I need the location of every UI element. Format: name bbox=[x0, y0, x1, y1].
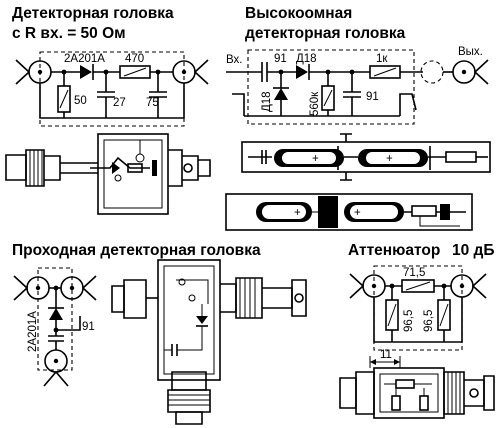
schematic-attenuator: 71,5 96,5 96,5 bbox=[349, 265, 487, 351]
diode-d18-shunt-symbol bbox=[274, 88, 288, 100]
resistor-50-label: 50 bbox=[74, 95, 87, 107]
title-high-ohm-sub: детекторная головка bbox=[245, 25, 406, 42]
output-arrow-icon bbox=[81, 275, 97, 301]
enclosure-outline bbox=[247, 49, 415, 125]
housing-body bbox=[97, 133, 169, 215]
dimension-11-label: 11 bbox=[380, 349, 392, 361]
attenuator-body bbox=[373, 367, 445, 419]
diode-pass-label: 2A201A bbox=[27, 311, 39, 352]
input-arrow-icon bbox=[349, 273, 365, 299]
title-attenuator: Аттенюатор bbox=[348, 242, 440, 259]
diode-d18-symbol bbox=[296, 65, 308, 79]
cap-75-label: 75 bbox=[146, 97, 159, 109]
res-96-5-left-label: 96,5 bbox=[403, 310, 415, 332]
output-arrow-icon bbox=[471, 273, 487, 299]
resistor-470-label: 470 bbox=[125, 53, 144, 65]
bottom-arrow-icon bbox=[43, 370, 69, 387]
ground-arrow-icon bbox=[232, 93, 245, 116]
diode-symbol bbox=[80, 65, 92, 79]
assembly-pass-through bbox=[111, 259, 307, 425]
polarity-mark: + bbox=[312, 153, 319, 165]
schematic-pass-through: 2A201A 91 bbox=[13, 267, 97, 387]
input-label: Вх. bbox=[226, 54, 243, 66]
assembly-high-ohm-board-top: + + bbox=[241, 133, 491, 181]
title-detector-50: Детекторная головка bbox=[12, 5, 174, 22]
polarity-mark: + bbox=[386, 153, 393, 165]
diode-d18-top-label: Д18 bbox=[296, 53, 317, 65]
assembly-attenuator: 11 bbox=[339, 349, 495, 419]
cap-27-label: 27 bbox=[113, 97, 126, 109]
schematic-detector-50: 2A201A 470 50 27 75 bbox=[15, 51, 209, 127]
output-label: Вых. bbox=[458, 46, 483, 58]
title-detector-50-sub: с R вх. = 50 Ом bbox=[12, 25, 126, 42]
input-arrow-icon bbox=[13, 275, 29, 301]
board-top bbox=[241, 141, 491, 173]
board-bottom bbox=[225, 193, 473, 231]
cap-pass-label: 91 bbox=[82, 321, 95, 333]
resistor-1k-label: 1к bbox=[376, 53, 388, 65]
polarity-mark: + bbox=[354, 207, 361, 219]
schematic-high-ohm: Вх. Вых. 91 Д18 1к Д18 bbox=[226, 46, 489, 125]
input-arrow-icon bbox=[15, 59, 31, 85]
diode-symbol bbox=[49, 308, 63, 320]
cap-91-right-label: 91 bbox=[366, 91, 379, 103]
res-71-5-label: 71,5 bbox=[403, 267, 425, 279]
diode-d18-side-label: Д18 bbox=[261, 91, 273, 112]
resistor-560k-label: 560к bbox=[309, 91, 321, 116]
assembly-detector-50 bbox=[5, 133, 211, 215]
diode-label: 2A201A bbox=[64, 53, 105, 65]
housing-body bbox=[157, 259, 221, 381]
cap-91-top-label: 91 bbox=[274, 53, 287, 65]
output-arrow-icon bbox=[473, 59, 489, 85]
output-arrow-icon bbox=[193, 59, 209, 85]
title-attenuator-value: 10 дБ bbox=[452, 242, 495, 259]
res-96-5-right-label: 96,5 bbox=[423, 310, 435, 332]
title-pass-through: Проходная детекторная головка bbox=[12, 242, 261, 259]
title-high-ohm: Высокоомная bbox=[245, 5, 352, 22]
enclosure-outline bbox=[39, 51, 185, 127]
polarity-mark: + bbox=[294, 207, 301, 219]
assembly-high-ohm-board-bottom: + + bbox=[225, 193, 473, 231]
